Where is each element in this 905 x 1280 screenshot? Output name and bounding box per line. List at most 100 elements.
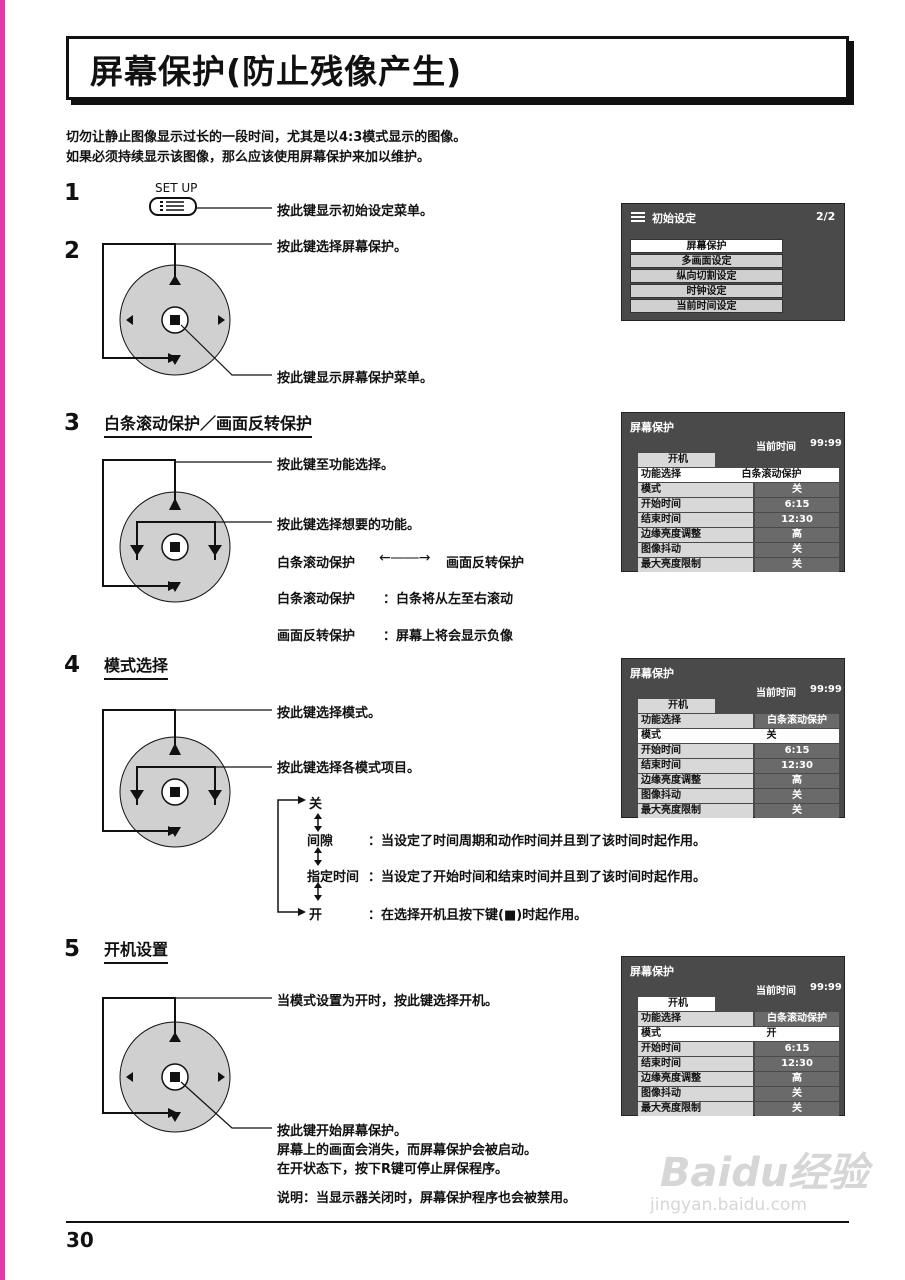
ss-value: 关 bbox=[755, 789, 839, 803]
ss-value: 关 bbox=[755, 1102, 839, 1116]
init-setup-menu: 初始设定 2/2 屏幕保护 多画面设定 纵向切割设定 时钟设定 当前时间设定 bbox=[621, 203, 845, 321]
ss-value: 6:15 bbox=[755, 1042, 839, 1056]
explain-b-label: 画面反转保护 bbox=[277, 629, 356, 644]
ss-value: 12:30 bbox=[755, 759, 839, 773]
init-menu-item[interactable]: 当前时间设定 bbox=[630, 299, 783, 313]
ss-value: 关 bbox=[755, 483, 839, 497]
step-3-desc-2: 按此键选择想要的功能。 bbox=[277, 518, 421, 533]
ss-menu-title: 屏幕保护 bbox=[630, 667, 674, 680]
step-3-number: 3 bbox=[64, 410, 81, 436]
step-3-heading: 白条滚动保护／画面反转保护 bbox=[104, 410, 313, 438]
ss-value: 关 bbox=[755, 543, 839, 557]
ss-value: 白条滚动保护 bbox=[755, 714, 839, 728]
mode-interval-desc: ：当设定了时间周期和动作时间并且到了该时间时起作用。 bbox=[368, 834, 707, 849]
ss-value: 6:15 bbox=[755, 744, 839, 758]
step-5-number: 5 bbox=[64, 936, 81, 962]
option-a: 白条滚动保护 bbox=[277, 556, 356, 571]
ss-time-label: 当前时间 bbox=[756, 442, 796, 453]
footer-rule bbox=[66, 1221, 849, 1223]
step-4-desc-1: 按此键选择模式。 bbox=[277, 706, 382, 721]
step-5-desc-3: 屏幕上的画面会消失，而屏幕保护会被启动。 bbox=[277, 1143, 538, 1158]
ss-label[interactable]: 最大亮度限制 bbox=[638, 1102, 753, 1116]
ss-time-value: 99:99 bbox=[810, 684, 842, 695]
setup-label: SET UP bbox=[155, 181, 198, 195]
watermark-url: jingyan.baidu.com bbox=[650, 1195, 807, 1215]
init-menu-item[interactable]: 屏幕保护 bbox=[630, 239, 783, 253]
ss-value-selected[interactable]: 开 bbox=[704, 1027, 839, 1041]
ss-power-on-button[interactable]: 开机 bbox=[638, 699, 715, 713]
ss-label[interactable]: 图像抖动 bbox=[638, 1087, 753, 1101]
ss-time-label: 当前时间 bbox=[756, 688, 796, 699]
ss-label[interactable]: 开始时间 bbox=[638, 744, 753, 758]
step-4-number: 4 bbox=[64, 652, 81, 678]
ss-label[interactable]: 开始时间 bbox=[638, 1042, 753, 1056]
init-menu-title: 初始设定 bbox=[652, 212, 696, 225]
ss-label[interactable]: 图像抖动 bbox=[638, 789, 753, 803]
mode-timed: 指定时间 bbox=[307, 870, 360, 885]
ss-time-value: 99:99 bbox=[810, 982, 842, 993]
init-menu-page: 2/2 bbox=[816, 210, 836, 223]
ss-value: 高 bbox=[755, 774, 839, 788]
ss-value: 12:30 bbox=[755, 1057, 839, 1071]
ss-label[interactable]: 边缘亮度调整 bbox=[638, 528, 753, 542]
step-1-number: 1 bbox=[64, 180, 81, 206]
ss-value: 关 bbox=[755, 1087, 839, 1101]
ss-value: 12:30 bbox=[755, 513, 839, 527]
ss-label[interactable]: 功能选择 bbox=[638, 1012, 753, 1026]
mode-on-desc: ：在选择开机且按下键(■)时起作用。 bbox=[368, 908, 588, 923]
dpad-step2-icon bbox=[102, 243, 231, 376]
step-2-desc-center: 按此键显示屏幕保护菜单。 bbox=[277, 371, 434, 386]
ss-value: 6:15 bbox=[755, 498, 839, 512]
step-1-desc: 按此键显示初始设定菜单。 bbox=[277, 204, 434, 219]
intro-line-2: 如果必须持续显示该图像，那么应该使用屏幕保护来加以维护。 bbox=[66, 150, 431, 165]
ss-label[interactable]: 最大亮度限制 bbox=[638, 558, 753, 572]
dpad-step5-icon bbox=[102, 997, 231, 1133]
ss-value: 关 bbox=[755, 558, 839, 572]
setup-button-icon bbox=[149, 197, 197, 216]
ss-label[interactable]: 最大亮度限制 bbox=[638, 804, 753, 818]
step-5-heading: 开机设置 bbox=[104, 936, 169, 964]
ss-label[interactable]: 结束时间 bbox=[638, 759, 753, 773]
ss-value: 关 bbox=[755, 804, 839, 818]
ss-time-label: 当前时间 bbox=[756, 986, 796, 997]
ss-value-selected[interactable]: 白条滚动保护 bbox=[704, 468, 839, 482]
setup-button[interactable] bbox=[150, 198, 196, 215]
watermark-logo: Baidu经验 bbox=[660, 1150, 869, 1196]
ss-label[interactable]: 模式 bbox=[638, 483, 753, 497]
ss-label[interactable]: 结束时间 bbox=[638, 513, 753, 527]
menu-list-icon bbox=[631, 212, 645, 222]
ss-value: 白条滚动保护 bbox=[755, 1012, 839, 1026]
explain-b: ：屏幕上将会显示负像 bbox=[383, 629, 514, 644]
page-number: 30 bbox=[66, 1228, 94, 1252]
ss-power-on-button[interactable]: 开机 bbox=[638, 997, 715, 1011]
ss-label[interactable]: 结束时间 bbox=[638, 1057, 753, 1071]
mode-off: 关 bbox=[309, 797, 323, 812]
ss-label[interactable]: 功能选择 bbox=[638, 714, 753, 728]
ss-label[interactable]: 边缘亮度调整 bbox=[638, 774, 753, 788]
ss-power-on-button[interactable]: 开机 bbox=[638, 453, 715, 467]
page-edge-stripe bbox=[0, 0, 5, 1280]
init-menu-item[interactable]: 时钟设定 bbox=[630, 284, 783, 298]
ss-value-selected[interactable]: 关 bbox=[704, 729, 839, 743]
ss-time-value: 99:99 bbox=[810, 438, 842, 449]
ss-label[interactable]: 图像抖动 bbox=[638, 543, 753, 557]
ss-label[interactable]: 边缘亮度调整 bbox=[638, 1072, 753, 1086]
page-title: 屏幕保护(防止残像产生) bbox=[90, 52, 463, 91]
intro-line-1: 切勿让静止图像显示过长的一段时间，尤其是以4:3模式显示的图像。 bbox=[66, 130, 467, 145]
step-4-heading: 模式选择 bbox=[104, 652, 169, 680]
mode-interval: 间隙 bbox=[307, 834, 334, 849]
ss-menu-title: 屏幕保护 bbox=[630, 421, 674, 434]
step-5-desc-1: 当模式设置为开时，按此键选择开机。 bbox=[277, 994, 499, 1009]
mode-cycle-icon bbox=[277, 796, 322, 916]
init-menu-item[interactable]: 纵向切割设定 bbox=[630, 269, 783, 283]
dpad-step3-icon bbox=[102, 459, 231, 603]
ss-label[interactable]: 开始时间 bbox=[638, 498, 753, 512]
step-5-note: 说明：当显示器关闭时，屏幕保护程序也会被禁用。 bbox=[277, 1191, 577, 1206]
step-3-desc-1: 按此键至功能选择。 bbox=[277, 458, 395, 473]
step-5-desc-4: 在开状态下，按下R键可停止屏保程序。 bbox=[277, 1162, 509, 1177]
init-menu-item[interactable]: 多画面设定 bbox=[630, 254, 783, 268]
